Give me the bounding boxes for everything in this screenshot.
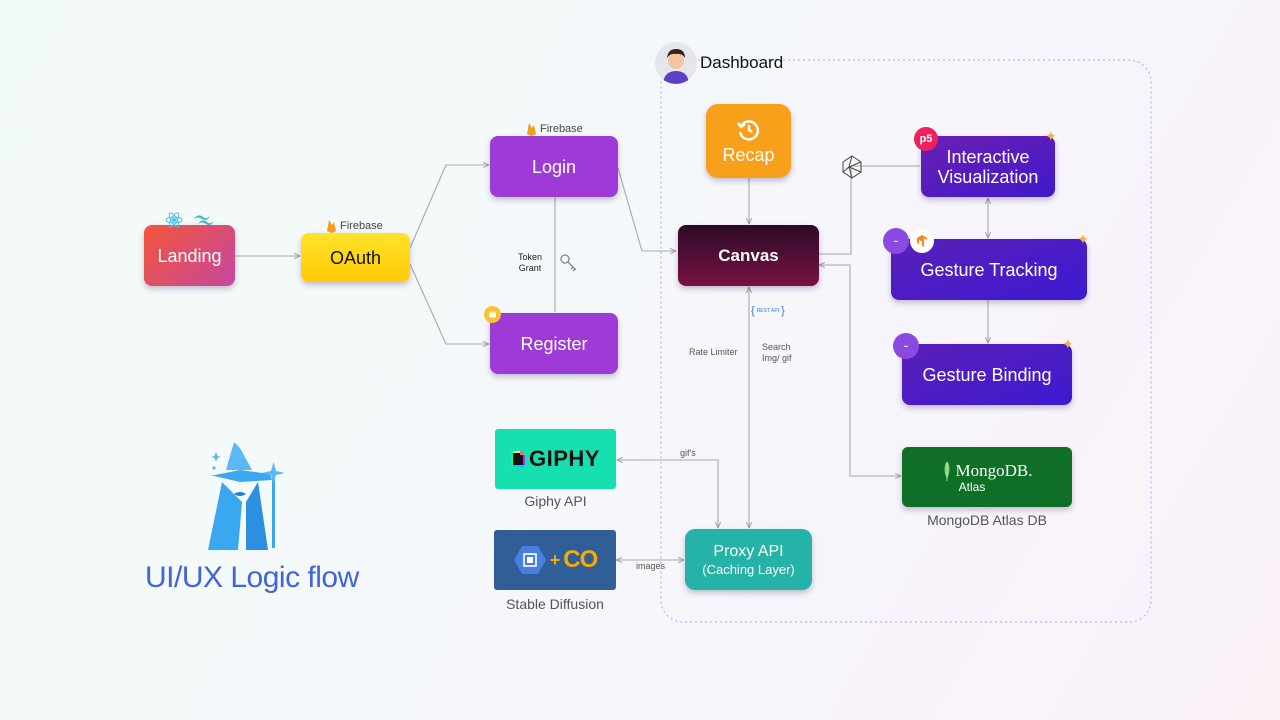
mediapipe-icon: ~	[893, 333, 919, 359]
landing-node[interactable]: Landing	[144, 225, 235, 286]
landing-label: Landing	[157, 245, 222, 266]
page-title: UI/UX Logic flow	[145, 561, 359, 594]
mediapipe-icon: ~	[883, 228, 909, 254]
giphy-logo-text: GIPHY	[529, 446, 600, 471]
mongodb-leaf-icon	[944, 460, 949, 481]
stable-diffusion-node[interactable]: + CO	[494, 530, 616, 590]
gifs-label: gif's	[680, 448, 696, 458]
register-node[interactable]: Register	[490, 313, 618, 374]
colab-logo: CO	[563, 546, 598, 573]
stable-diffusion-caption: Stable Diffusion	[506, 596, 604, 612]
wizard-logo-icon	[200, 442, 288, 557]
proxy-label-1: Proxy API	[713, 542, 784, 560]
interactive-label-2: Visualization	[937, 166, 1039, 187]
avatar	[655, 42, 697, 84]
mongodb-logo-text: MongoDB.	[955, 460, 1033, 480]
giphy-node[interactable]: GIPHY	[495, 429, 616, 489]
edge-giphy-proxy	[617, 460, 718, 528]
edge-canvas-interactive	[819, 165, 920, 255]
canvas-label: Canvas	[718, 245, 779, 265]
oauth-label: OAuth	[329, 247, 382, 268]
p5-icon: p5	[914, 127, 938, 151]
plus-icon: +	[549, 550, 561, 570]
gpu-chip-icon	[513, 546, 546, 574]
firebase-icon	[527, 123, 536, 136]
edge-oauth-register	[409, 263, 489, 344]
history-icon	[736, 120, 759, 141]
database-icon	[484, 306, 501, 323]
sparkle-icon: ✦	[1045, 128, 1057, 144]
tailwind-icon	[192, 213, 216, 232]
gesture-binding-node[interactable]: Gesture Binding	[902, 344, 1072, 405]
login-firebase-tag: Firebase	[526, 122, 583, 136]
rate-limiter-label: Rate Limiter	[689, 347, 738, 357]
mongodb-caption: MongoDB Atlas DB	[927, 512, 1047, 528]
dashboard-label: Dashboard	[700, 53, 784, 72]
sparkle-icon: ✦	[1077, 231, 1089, 247]
interactive-label-1: Interactive	[946, 146, 1030, 167]
rest-api-tag: {REST API}	[751, 305, 785, 317]
login-node[interactable]: Login	[490, 136, 618, 197]
canvas-node[interactable]: Canvas	[678, 225, 819, 286]
giphy-caption: Giphy API	[524, 493, 587, 509]
react-icon	[165, 211, 183, 234]
proxy-api-node[interactable]: Proxy API (Caching Layer)	[685, 529, 812, 590]
tensorflow-icon	[910, 229, 934, 253]
interactive-visualization-node[interactable]: Interactive Visualization	[921, 136, 1055, 197]
sparkle-icon: ✦	[1062, 336, 1074, 352]
images-label: images	[636, 561, 666, 571]
gesture-binding-label: Gesture Binding	[922, 364, 1052, 385]
edge-login-canvas	[617, 167, 676, 251]
mongodb-node[interactable]: MongoDB. Atlas	[902, 447, 1072, 507]
edge-canvas-mongo	[819, 265, 901, 476]
proxy-label-2: (Caching Layer)	[702, 561, 795, 577]
oauth-firebase-tag: Firebase	[326, 219, 383, 233]
oauth-node[interactable]: OAuth	[301, 233, 410, 282]
firebase-icon	[327, 220, 336, 233]
gesture-tracking-label: Gesture Tracking	[920, 259, 1058, 280]
recap-label: Recap	[722, 145, 775, 165]
gesture-tracking-node[interactable]: Gesture Tracking	[891, 239, 1087, 300]
giphy-logo-icon	[511, 451, 526, 467]
mongodb-atlas-text: Atlas	[958, 479, 986, 494]
register-label: Register	[520, 333, 588, 354]
dashboard-frame	[660, 59, 1152, 623]
recap-node[interactable]: Recap	[706, 104, 791, 178]
edge-oauth-login	[409, 165, 489, 249]
key-icon	[560, 254, 577, 272]
polyhedron-icon	[842, 155, 862, 179]
login-label: Login	[531, 156, 577, 177]
